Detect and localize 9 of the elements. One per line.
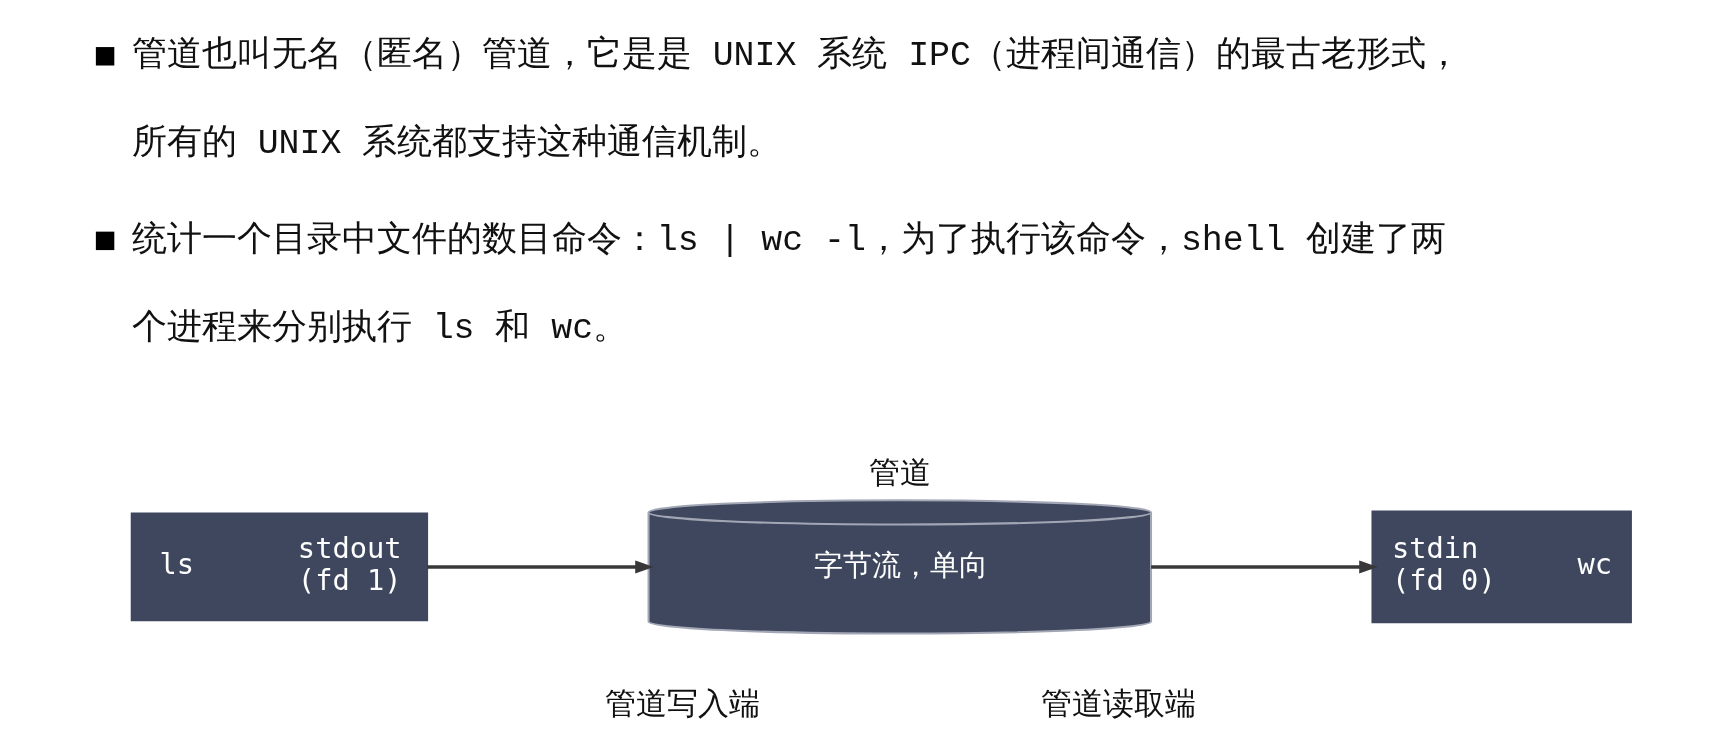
label: 管道写入端: [604, 684, 760, 721]
node-box: ls stdout (fd 1): [130, 512, 429, 622]
label: 管道也叫无名（匿名）管道，它是是 UNIX 系统 IPC（进程间通信）的最古老形式，所有的 UNIX 系统都支持这种通信机制。: [131, 36, 1461, 164]
label: 管道读取端: [1040, 684, 1196, 721]
arrow: [427, 560, 654, 574]
label: 统计一个目录中文件的数目命令：ls | wc -l，为了执行该命令，shell 创建了两个进程来分别执行 ls 和 wc。: [131, 220, 1447, 348]
arrow: [1151, 560, 1378, 574]
node-label: 管道: [868, 453, 931, 490]
node-box: stdin (fd 0) wc: [1371, 510, 1632, 624]
